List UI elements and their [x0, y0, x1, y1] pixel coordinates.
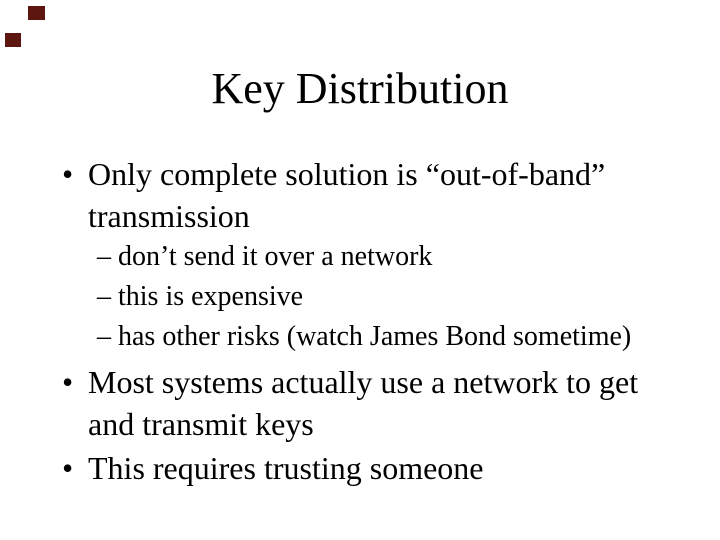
dash-icon: – [97, 321, 111, 352]
corner-marker-icon-2[interactable] [5, 33, 21, 47]
dash-icon: – [97, 241, 111, 272]
bullet-item: • Only complete solution is “out-of-band”… [60, 153, 660, 237]
bullet-text: this is expensive [118, 281, 304, 312]
bullet-dot-icon: • [62, 156, 74, 192]
bullet-item: • This requires trusting someone [60, 447, 660, 489]
bullet-text: This requires trusting someone [88, 450, 484, 486]
bullet-text: don’t send it over a network [118, 241, 433, 272]
bullet-list: • Only complete solution is “out-of-band”… [60, 153, 660, 489]
slide-title: Key Distribution [211, 64, 509, 113]
bullet-dot-icon: • [62, 364, 74, 400]
sub-bullet-item: –has other risks (watch James Bond somet… [60, 317, 660, 357]
bullet-text: Only complete solution is “out-of-band” … [88, 156, 606, 234]
corner-marker-icon-1[interactable] [28, 6, 45, 20]
dash-icon: – [97, 281, 111, 312]
sub-bullet-item: –this is expensive [60, 277, 660, 317]
bullet-item: • Most systems actually use a network to … [60, 361, 660, 445]
sub-bullet-item: –don’t send it over a network [60, 237, 660, 277]
bullet-text: has other risks (watch James Bond someti… [118, 321, 632, 352]
bullet-text: Most systems actually use a network to g… [88, 364, 639, 442]
bullet-dot-icon: • [62, 450, 74, 486]
